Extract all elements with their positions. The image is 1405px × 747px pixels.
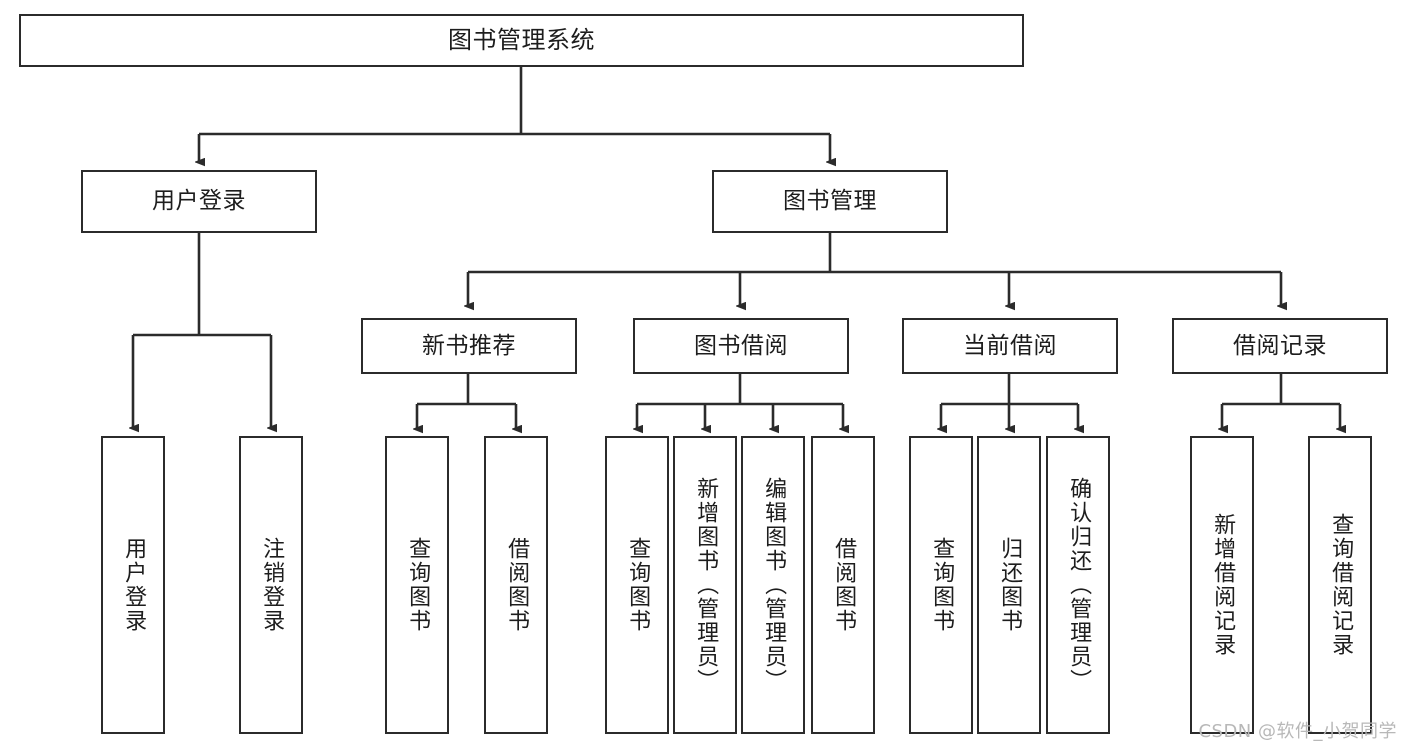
node-leaf-query-record[interactable]: 查询借阅记录: [1308, 436, 1372, 734]
node-leaf-query-book-2[interactable]: 查询图书: [605, 436, 669, 734]
node-leaf-edit-book-label: 编辑图书（管理员）: [761, 477, 787, 693]
node-current-borrow[interactable]: 当前借阅: [902, 318, 1118, 374]
node-leaf-return-book-label: 归还图书: [997, 537, 1023, 633]
node-leaf-borrow-book-1-label: 借阅图书: [504, 537, 530, 633]
node-new-book-recommend[interactable]: 新书推荐: [361, 318, 577, 374]
node-leaf-user-logout[interactable]: 注销登录: [239, 436, 303, 734]
node-leaf-user-login[interactable]: 用户登录: [101, 436, 165, 734]
node-book-manage-label: 图书管理: [783, 188, 877, 215]
node-leaf-add-record-label: 新增借阅记录: [1210, 513, 1236, 657]
node-user-login[interactable]: 用户登录: [81, 170, 317, 233]
node-leaf-edit-book[interactable]: 编辑图书（管理员）: [741, 436, 805, 734]
node-user-login-label: 用户登录: [152, 188, 246, 215]
node-book-borrow-label: 图书借阅: [694, 332, 788, 359]
node-leaf-query-book-2-label: 查询图书: [625, 537, 651, 633]
node-current-borrow-label: 当前借阅: [963, 332, 1057, 359]
node-root-label: 图书管理系统: [448, 25, 595, 54]
node-leaf-borrow-book-1[interactable]: 借阅图书: [484, 436, 548, 734]
node-leaf-add-record[interactable]: 新增借阅记录: [1190, 436, 1254, 734]
node-root[interactable]: 图书管理系统: [19, 14, 1024, 67]
node-new-book-recommend-label: 新书推荐: [422, 332, 516, 359]
node-leaf-query-book-3-label: 查询图书: [929, 537, 955, 633]
node-leaf-add-book-label: 新增图书（管理员）: [693, 477, 719, 693]
node-leaf-confirm-return[interactable]: 确认归还（管理员）: [1046, 436, 1110, 734]
node-leaf-add-book[interactable]: 新增图书（管理员）: [673, 436, 737, 734]
node-book-manage[interactable]: 图书管理: [712, 170, 948, 233]
node-leaf-query-record-label: 查询借阅记录: [1328, 513, 1354, 657]
node-leaf-query-book-1-label: 查询图书: [405, 537, 431, 633]
node-leaf-return-book[interactable]: 归还图书: [977, 436, 1041, 734]
node-leaf-query-book-1[interactable]: 查询图书: [385, 436, 449, 734]
node-borrow-record-label: 借阅记录: [1233, 332, 1327, 359]
node-book-borrow[interactable]: 图书借阅: [633, 318, 849, 374]
node-borrow-record[interactable]: 借阅记录: [1172, 318, 1388, 374]
watermark: CSDN @软件_小贺同学: [1198, 721, 1397, 742]
node-leaf-user-logout-label: 注销登录: [259, 537, 285, 633]
node-leaf-confirm-return-label: 确认归还（管理员）: [1066, 477, 1092, 693]
node-leaf-borrow-book-2-label: 借阅图书: [831, 537, 857, 633]
node-leaf-query-book-3[interactable]: 查询图书: [909, 436, 973, 734]
node-leaf-borrow-book-2[interactable]: 借阅图书: [811, 436, 875, 734]
node-leaf-user-login-label: 用户登录: [121, 537, 147, 633]
